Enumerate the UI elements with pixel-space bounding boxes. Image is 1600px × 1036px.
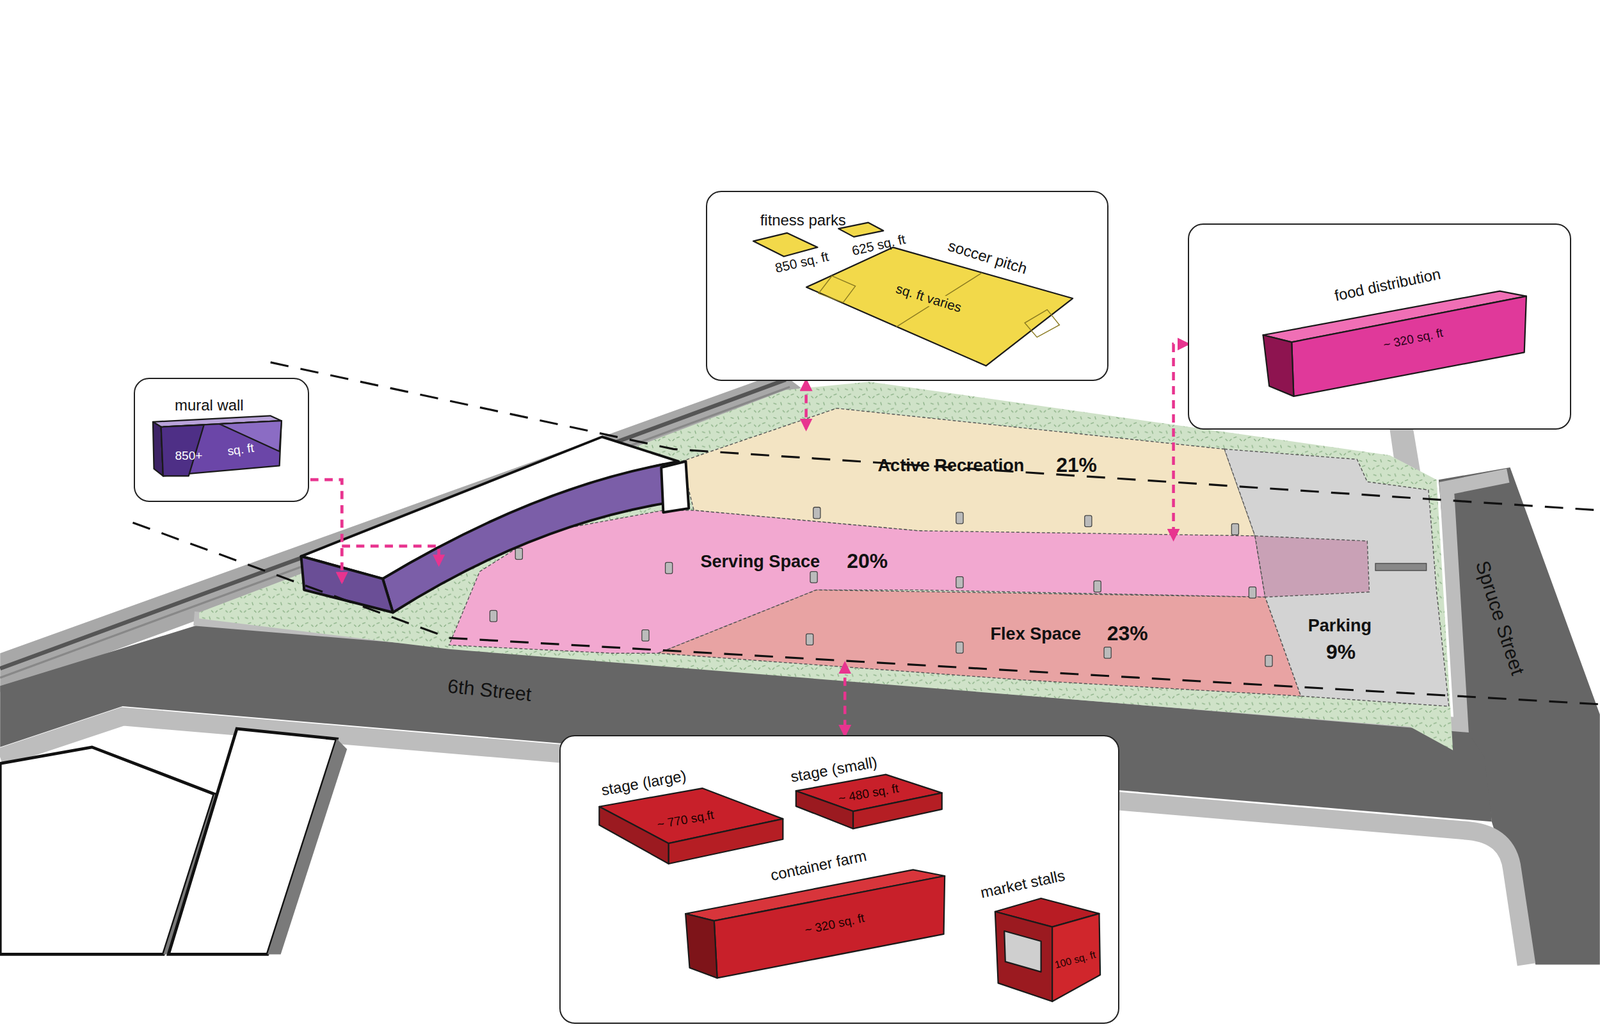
bollards	[489, 506, 1273, 667]
zone-label: Parking 9%	[1294, 608, 1391, 670]
stage: stage (small)~ 480 sq. ft	[787, 750, 950, 832]
zone-name: Parking	[1308, 615, 1372, 635]
shape-face	[839, 222, 884, 237]
callout-box: mural wall850+sq. ft	[133, 377, 310, 503]
overlap-area	[1255, 535, 1370, 598]
shape-face	[161, 420, 282, 476]
shape-face	[1291, 295, 1527, 396]
shape-face	[714, 875, 945, 978]
element-name: container farm	[768, 846, 868, 884]
lots	[0, 728, 347, 954]
zone-percentage: 21%	[1056, 453, 1097, 477]
mural-wall: mural wall850+sq. ft	[142, 391, 298, 482]
market-stall: market stalls100 sq. ft	[969, 865, 1111, 1007]
flex-space-area	[657, 589, 1301, 696]
zone-percentage: 23%	[1107, 622, 1149, 646]
element-name: mural wall	[174, 396, 244, 414]
food-container: food distribution~ 320 sq. ft	[1256, 267, 1533, 400]
parking-bar	[1375, 563, 1427, 571]
shape-face	[1052, 913, 1101, 1001]
soccer-pitch: soccer pitchsq. ft varies	[801, 232, 1078, 374]
zone-percentage: 9%	[1326, 640, 1356, 664]
street-name: Spruce Street	[1471, 557, 1529, 677]
building-block	[661, 461, 689, 513]
zone-label: Serving Space 20%	[612, 538, 1246, 584]
zone-label: Flex Space 23%	[714, 612, 1256, 664]
callout-box: fitness parks850 sq. ft625 sq. ftsoccer …	[705, 190, 1108, 381]
building-end	[300, 556, 393, 613]
zone-label: Active Recreation 21%	[734, 428, 1204, 506]
field-line	[818, 275, 856, 302]
dashed-arrow	[843, 663, 847, 735]
zone-name: Flex Space	[990, 624, 1081, 644]
fitness-park: fitness parks850 sq. ft	[748, 207, 853, 279]
shape-face	[995, 911, 1053, 1001]
shape-face	[1004, 930, 1041, 972]
roads	[0, 372, 1600, 965]
callout-box: food distribution~ 320 sq. ft	[1187, 223, 1572, 430]
shape-face	[806, 247, 1073, 366]
parking-area	[1224, 448, 1449, 706]
zone-percentage: 20%	[846, 549, 888, 573]
dashed-arrow	[1173, 343, 1188, 539]
building	[300, 436, 689, 612]
mural-arrow	[341, 545, 439, 565]
shape-face	[161, 424, 205, 476]
shape-face	[753, 232, 818, 256]
mural-arrow	[310, 479, 342, 582]
site-green	[199, 381, 1453, 750]
callout-box: stage (large)~ 770 sq.ftstage (small)~ 4…	[559, 734, 1120, 1024]
element-name: fitness parks	[760, 211, 847, 229]
container-farm: container farm~ 320 sq. ft	[678, 842, 952, 982]
element-name: market stalls	[978, 866, 1067, 902]
shape-face	[599, 806, 669, 864]
mural-facade	[382, 464, 666, 612]
element-name: food distribution	[1333, 264, 1442, 304]
shape-face	[1263, 334, 1295, 397]
lot-shade	[267, 738, 347, 954]
dashed-arrow	[804, 380, 808, 429]
zone-name: Active Recreation	[878, 455, 1025, 475]
field-line	[1024, 309, 1060, 337]
shape-face	[685, 913, 717, 978]
mural-arrows	[310, 479, 440, 582]
dashed-line	[132, 522, 1600, 704]
street-name: 6th Street	[446, 674, 533, 705]
zone-name: Serving Space	[700, 551, 820, 571]
stage: stage (large)~ 770 sq.ft	[590, 760, 788, 870]
area-label: 850+	[174, 448, 203, 463]
